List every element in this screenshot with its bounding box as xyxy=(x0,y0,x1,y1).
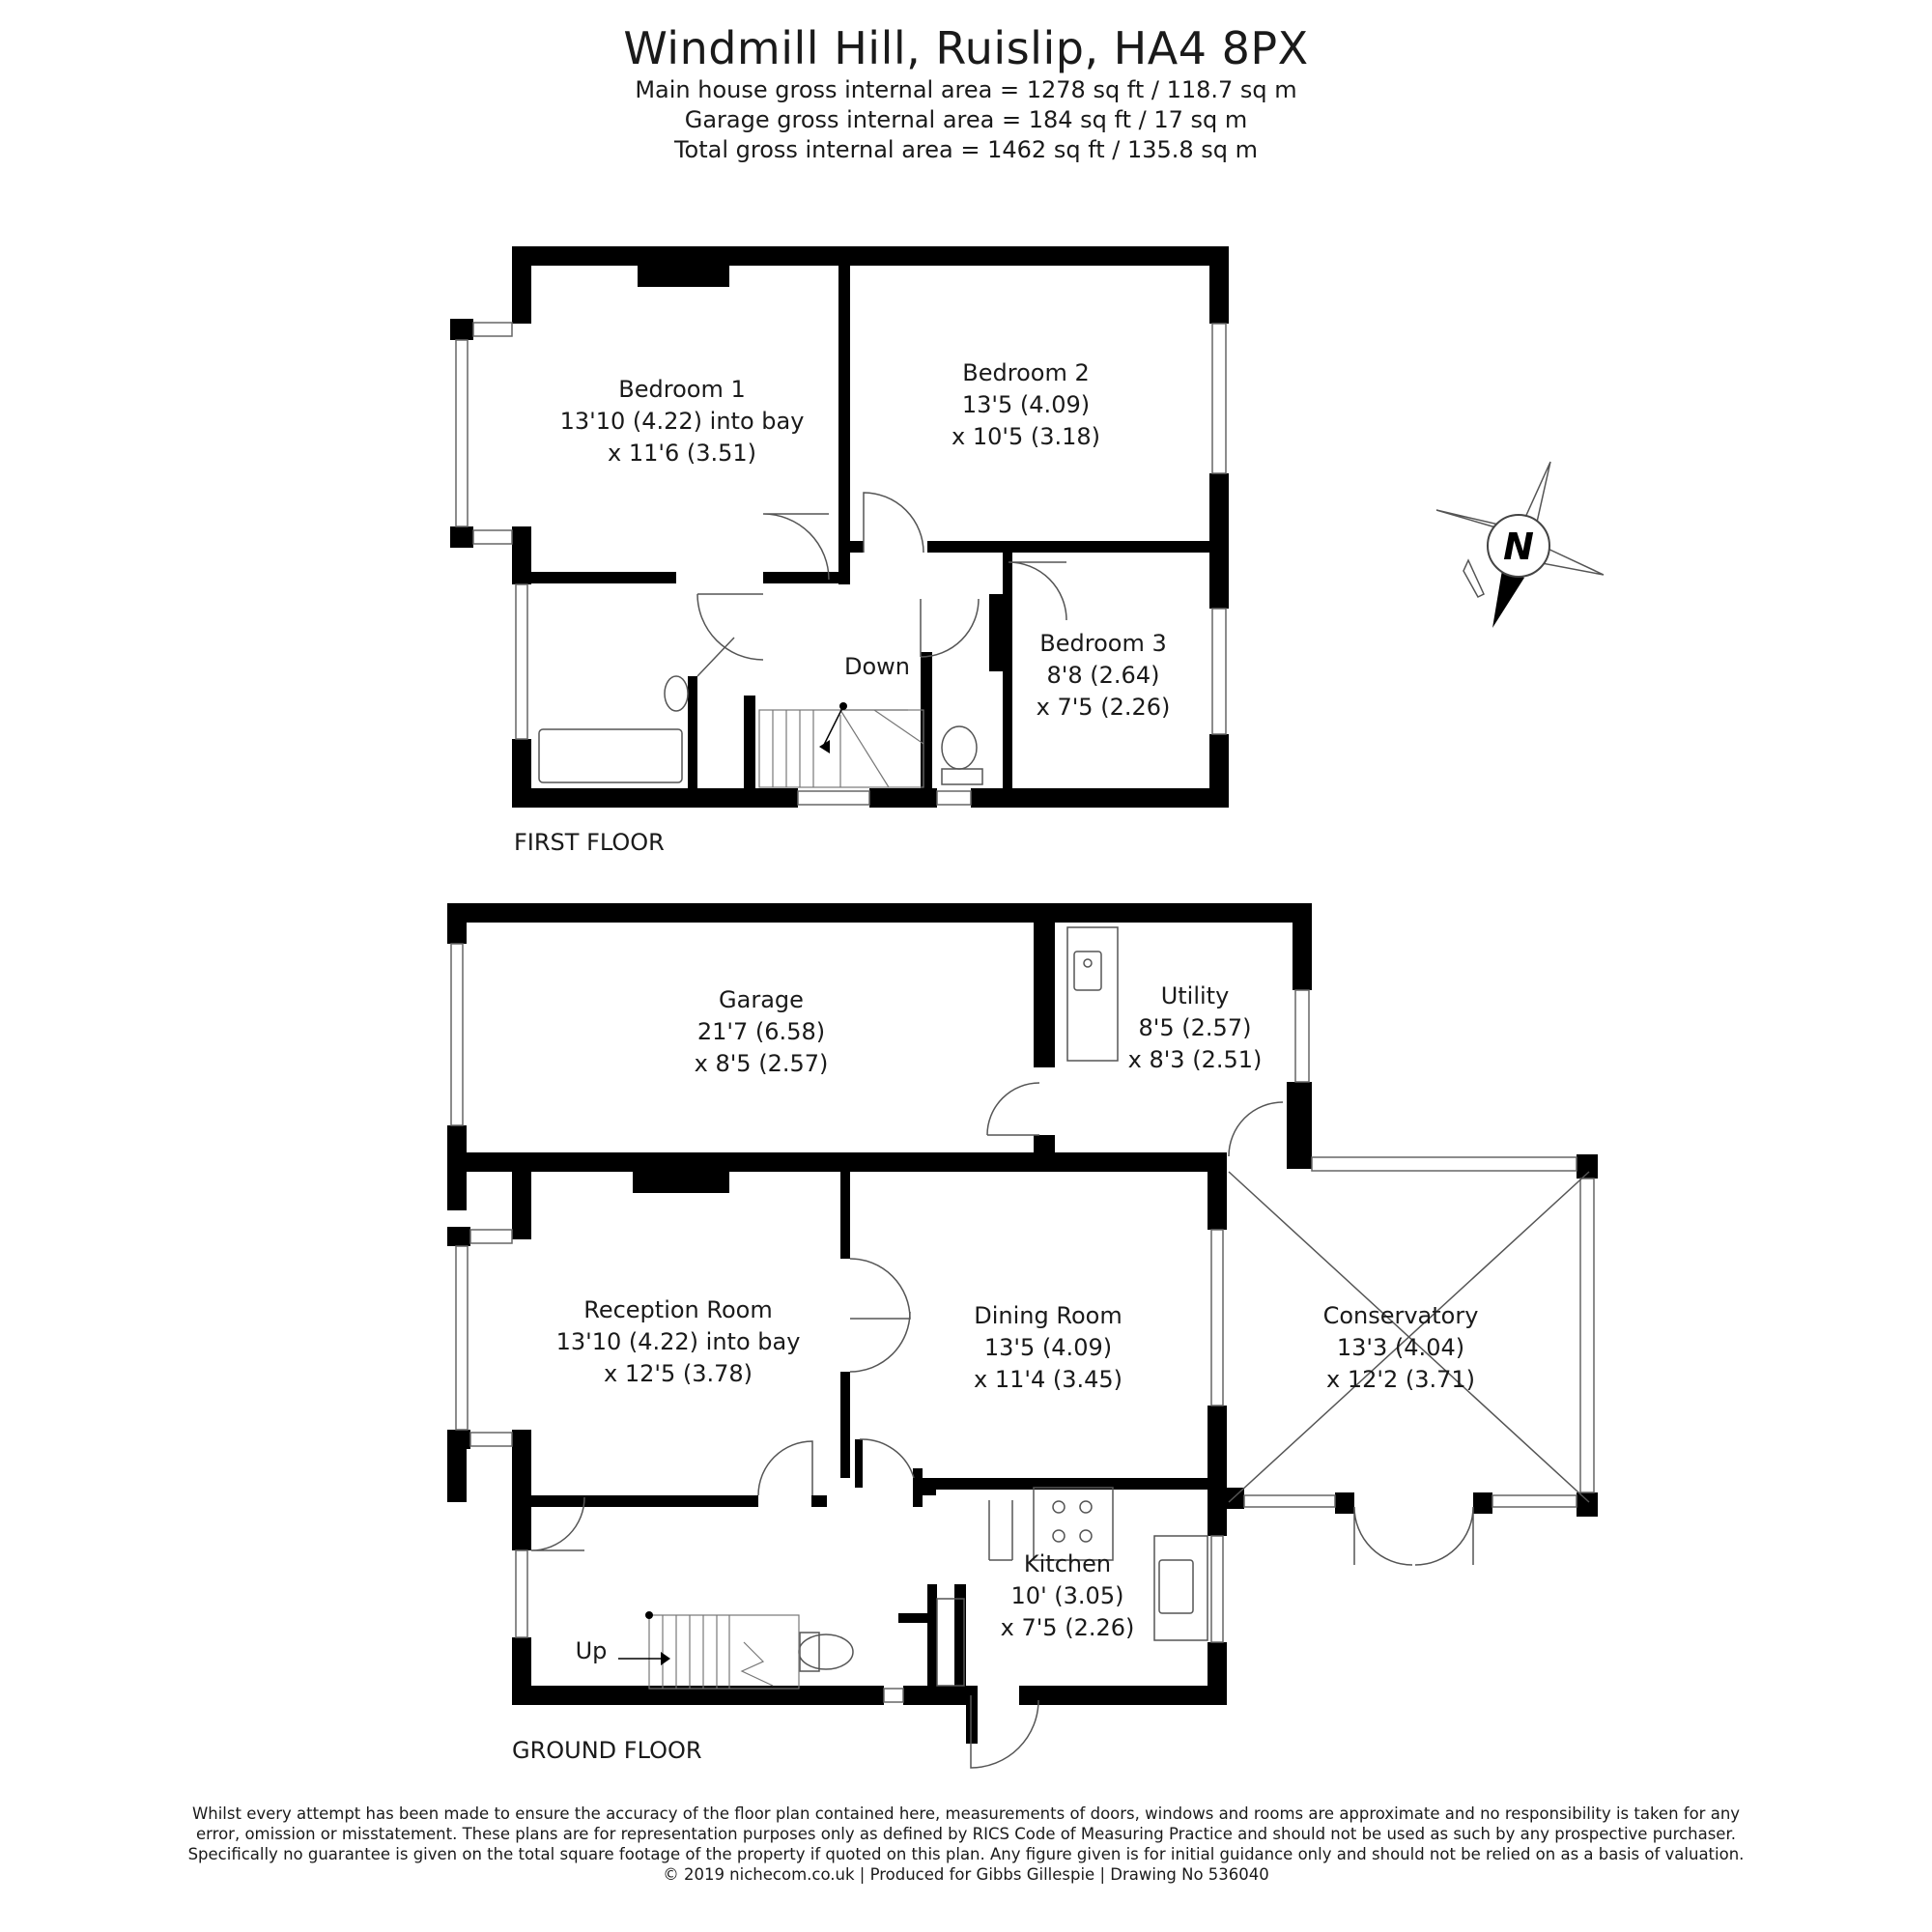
first-floor-windows xyxy=(455,322,1227,806)
header: Windmill Hill, Ruislip, HA4 8PX Main hou… xyxy=(0,21,1932,165)
bedroom-1-label: Bedroom 1 13'10 (4.22) into bay x 11'6 (… xyxy=(560,376,805,467)
garage-name: Garage xyxy=(719,986,804,1013)
reception-room-label: Reception Room 13'10 (4.22) into bay x 1… xyxy=(556,1296,801,1387)
dining-room-label: Dining Room 13'5 (4.09) x 11'4 (3.45) xyxy=(974,1302,1122,1393)
ground-floor-doors xyxy=(530,926,1590,1769)
garage-area: Garage gross internal area = 184 sq ft /… xyxy=(684,106,1248,133)
garage-length: 21'7 (6.58) xyxy=(697,1018,825,1045)
conservatory-width: x 12'2 (3.71) xyxy=(1326,1366,1475,1393)
utility-length: 8'5 (2.57) xyxy=(1139,1014,1252,1041)
first-floor-plan: Down Bedroom 1 13'10 (4.22) into bay x 1… xyxy=(450,246,1229,856)
disclaimer-line-1: Whilst every attempt has been made to en… xyxy=(191,1804,1741,1823)
kitchen-width: x 7'5 (2.26) xyxy=(1001,1614,1135,1641)
main-house-area: Main house gross internal area = 1278 sq… xyxy=(635,76,1297,103)
ground-floor-stair-arrow xyxy=(618,1611,670,1665)
conservatory-length: 13'3 (4.04) xyxy=(1337,1334,1464,1361)
bedroom-2-name: Bedroom 2 xyxy=(962,359,1089,386)
bedroom-2-label: Bedroom 2 13'5 (4.09) x 10'5 (3.18) xyxy=(952,359,1100,450)
garage-label: Garage 21'7 (6.58) x 8'5 (2.57) xyxy=(695,986,829,1077)
utility-label: Utility 8'5 (2.57) x 8'3 (2.51) xyxy=(1128,982,1263,1073)
reception-room-width: x 12'5 (3.78) xyxy=(604,1360,753,1387)
utility-name: Utility xyxy=(1161,982,1230,1009)
bedroom-1-name: Bedroom 1 xyxy=(618,376,745,403)
first-floor-walls xyxy=(450,246,1229,808)
kitchen-length: 10' (3.05) xyxy=(1011,1582,1124,1609)
bedroom-1-width: x 11'6 (3.51) xyxy=(608,440,756,467)
ground-floor-plan: Up Garage 21'7 (6.58) x 8'5 (2.57) Utili… xyxy=(447,903,1598,1769)
first-floor-stairs xyxy=(758,709,924,788)
property-title: Windmill Hill, Ruislip, HA4 8PX xyxy=(623,22,1309,74)
conservatory-label: Conservatory 13'3 (4.04) x 12'2 (3.71) xyxy=(1323,1302,1479,1393)
bedroom-3-width: x 7'5 (2.26) xyxy=(1037,694,1171,721)
disclaimer-line-3: Specifically no guarantee is given on th… xyxy=(187,1845,1745,1863)
disclaimer-line-2: error, omission or misstatement. These p… xyxy=(196,1825,1736,1843)
conservatory-name: Conservatory xyxy=(1323,1302,1479,1329)
utility-width: x 8'3 (2.51) xyxy=(1128,1046,1263,1073)
down-label: Down xyxy=(844,653,910,680)
disclaimer-footer: Whilst every attempt has been made to en… xyxy=(77,1804,1855,1885)
ground-floor-walls xyxy=(447,903,1598,1744)
up-label: Up xyxy=(576,1637,608,1664)
dining-room-name: Dining Room xyxy=(974,1302,1122,1329)
ground-floor-windows xyxy=(450,943,1595,1703)
dining-room-length: 13'5 (4.09) xyxy=(984,1334,1112,1361)
bedroom-3-name: Bedroom 3 xyxy=(1039,630,1166,657)
ground-floor-label: GROUND FLOOR xyxy=(512,1737,702,1764)
bedroom-2-length: 13'5 (4.09) xyxy=(962,391,1090,418)
bedroom-3-length: 8'8 (2.64) xyxy=(1047,662,1160,689)
ground-floor-stairs xyxy=(648,1614,800,1690)
copyright-line: © 2019 nichecom.co.uk | Produced for Gib… xyxy=(663,1865,1269,1884)
first-floor-stair-arrow xyxy=(819,702,847,753)
reception-room-name: Reception Room xyxy=(583,1296,773,1323)
garage-width: x 8'5 (2.57) xyxy=(695,1050,829,1077)
kitchen-name: Kitchen xyxy=(1024,1550,1111,1577)
first-floor-label: FIRST FLOOR xyxy=(514,829,665,856)
kitchen-label: Kitchen 10' (3.05) x 7'5 (2.26) xyxy=(1001,1550,1135,1641)
compass-rose-icon: N xyxy=(1435,461,1605,628)
bedroom-1-length: 13'10 (4.22) into bay xyxy=(560,408,805,435)
reception-room-length: 13'10 (4.22) into bay xyxy=(556,1328,801,1355)
bedroom-2-width: x 10'5 (3.18) xyxy=(952,423,1100,450)
dining-room-width: x 11'4 (3.45) xyxy=(974,1366,1122,1393)
first-floor-doors xyxy=(538,492,1067,785)
compass-north-letter: N xyxy=(1503,526,1534,568)
bedroom-3-label: Bedroom 3 8'8 (2.64) x 7'5 (2.26) xyxy=(1037,630,1171,721)
total-area: Total gross internal area = 1462 sq ft /… xyxy=(673,136,1259,163)
